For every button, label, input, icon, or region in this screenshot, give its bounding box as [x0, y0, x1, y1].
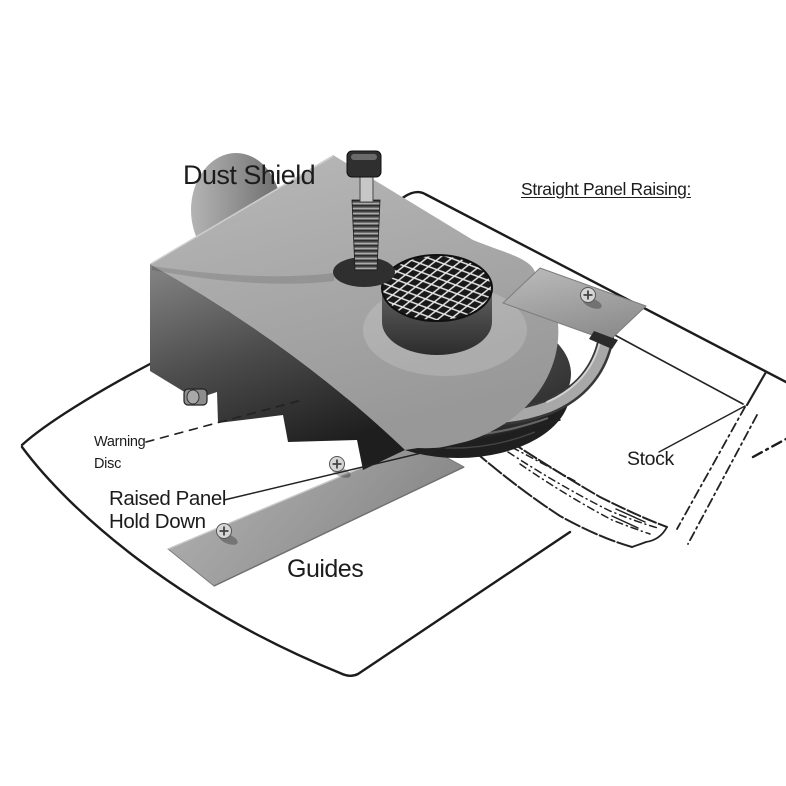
screw	[216, 523, 238, 545]
table-right-bottom-edge	[751, 437, 786, 459]
screw	[329, 456, 351, 478]
stock-top-edge	[495, 431, 668, 528]
stock-end-profile	[631, 526, 668, 548]
stock-near-edge-right	[658, 405, 746, 453]
warning-disc-label: Warning Disc	[94, 434, 146, 472]
stock-end-grain-marks	[611, 508, 646, 529]
raised-panel-hold-down-label: Raised Panel Hold Down	[109, 487, 227, 533]
stock-end-edge	[745, 370, 768, 407]
front-bolt	[183, 388, 208, 406]
top-face-crease	[152, 266, 334, 284]
guides-label: Guides	[287, 555, 364, 583]
spindle-threaded-shaft	[351, 199, 381, 271]
stock-far-edge	[610, 332, 744, 405]
stock-bottom-edge	[473, 450, 633, 548]
table-left-bottom-edge	[20, 445, 572, 677]
section-heading: Straight Panel Raising:	[521, 179, 691, 199]
table-outline	[20, 190, 786, 677]
screw	[580, 287, 602, 309]
stock-profile-line-1	[507, 451, 659, 529]
panel-raising-cutter	[381, 254, 493, 355]
strap-slot	[589, 331, 618, 349]
stock-hidden-edge-b	[687, 414, 758, 545]
hold-down-leader-line	[223, 419, 561, 501]
spindle-with-spring	[333, 150, 395, 287]
guide-screws	[216, 287, 602, 545]
dust-shield-label: Dust Shield	[183, 160, 316, 190]
stock-hidden-edge-a	[676, 406, 746, 530]
shield-front-face	[150, 264, 405, 470]
top-edge-highlight	[151, 155, 334, 264]
right-guide-plate	[502, 267, 647, 349]
spindle-boss	[333, 257, 395, 287]
stock-profile-line-2	[519, 463, 651, 535]
table-left-top-edge	[20, 190, 786, 447]
warning-disc-leader-line	[145, 399, 303, 443]
spindle-neck	[359, 173, 374, 203]
shield-top-face	[150, 155, 559, 450]
stock-label: Stock	[627, 448, 674, 470]
